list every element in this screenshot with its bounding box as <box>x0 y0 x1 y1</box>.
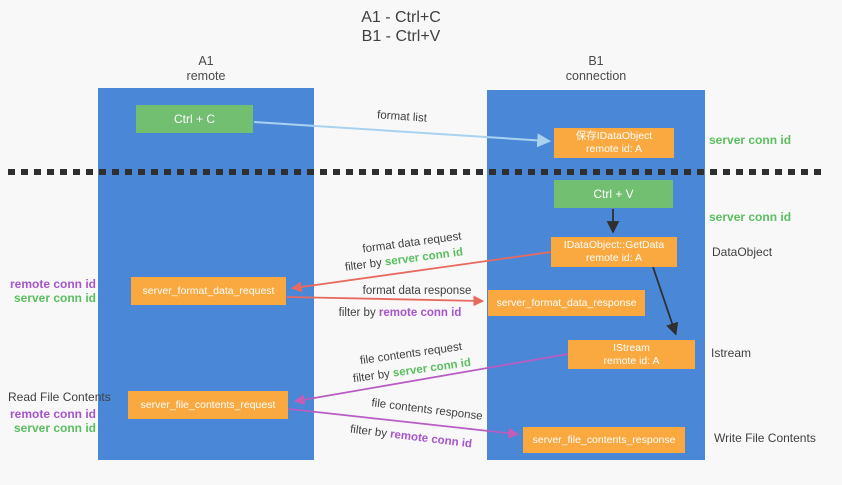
arrow-file-contents-request <box>293 353 569 406</box>
arrow-format-data-response <box>286 295 485 307</box>
node-server-format-data-response-label: server_format_data_response <box>496 297 637 309</box>
right-label-server-conn-id-top: server conn id <box>709 133 792 147</box>
node-server-file-contents-request-label: server_file_contents_request <box>140 399 276 411</box>
node-server-file-contents-response: server_file_contents_response <box>523 427 685 453</box>
node-ctrl-c-label: Ctrl + C <box>173 112 215 126</box>
node-istream: IStream remote id: A <box>568 340 695 369</box>
node-ctrl-v: Ctrl + V <box>554 180 673 208</box>
arrow-format-data-request <box>290 251 552 293</box>
node-server-format-data-response: server_format_data_response <box>488 290 645 316</box>
node-istream-line2: remote id: A <box>603 354 660 367</box>
right-label-istream: Istream <box>711 346 752 360</box>
label-filter-by-remote-conn-id-1: filter by remote conn id <box>339 307 462 319</box>
diagram-title: A1 - Ctrl+C B1 - Ctrl+V <box>361 8 441 46</box>
arrow-getdata-to-istream <box>652 266 679 336</box>
node-save-dataobject: 保存IDataObject remote id: A <box>554 128 674 158</box>
arrow-file-contents-response <box>288 408 520 439</box>
left-conn-id-pair-top: remote conn id server conn id <box>0 277 96 305</box>
filter-by-text: filter by <box>338 307 376 319</box>
node-server-file-contents-response-label: server_file_contents_response <box>532 434 676 446</box>
node-server-file-contents-request: server_file_contents_request <box>128 391 288 419</box>
left-column-title: A1 <box>198 54 214 68</box>
title-line-1: A1 - Ctrl+C <box>361 9 441 26</box>
node-server-format-data-request-label: server_format_data_request <box>142 285 275 297</box>
left-conn-id-pair-bottom: remote conn id server conn id <box>0 407 96 435</box>
node-save-dataobject-line1: 保存IDataObject <box>575 130 653 142</box>
node-idataobject-getdata-line2: remote id: A <box>585 252 643 264</box>
node-server-format-data-request: server_format_data_request <box>131 277 286 305</box>
node-ctrl-v-label: Ctrl + V <box>593 187 634 201</box>
left-label-remote-conn-id-bottom: remote conn id <box>9 407 96 421</box>
arrow-format-list <box>253 121 552 148</box>
node-idataobject-getdata: IDataObject::GetData remote id: A <box>551 237 677 267</box>
right-column-header: B1 connection <box>566 54 626 84</box>
node-idataobject-getdata-line1: IDataObject::GetData <box>563 239 665 251</box>
right-column-subtitle: connection <box>565 69 627 83</box>
right-column-title: B1 <box>588 54 604 68</box>
right-label-server-conn-id-mid: server conn id <box>709 210 792 224</box>
right-label-write-file-contents: Write File Contents <box>714 431 816 445</box>
node-ctrl-c: Ctrl + C <box>136 105 253 133</box>
title-line-2: B1 - Ctrl+V <box>361 28 441 45</box>
node-save-dataobject-line2: remote id: A <box>585 143 643 155</box>
right-label-dataobject: DataObject <box>712 245 773 259</box>
left-column-subtitle: remote <box>186 69 226 83</box>
remote-conn-id-text: remote conn id <box>378 307 462 319</box>
label-format-data-response: format data response <box>362 285 472 297</box>
left-label-remote-conn-id-top: remote conn id <box>9 277 96 291</box>
left-label-server-conn-id-bottom: server conn id <box>13 421 96 435</box>
left-label-read-file-contents: Read File Contents <box>8 390 111 404</box>
left-column-header: A1 remote <box>187 54 226 84</box>
node-istream-line1: IStream <box>613 341 650 354</box>
left-label-server-conn-id-top: server conn id <box>13 291 96 305</box>
